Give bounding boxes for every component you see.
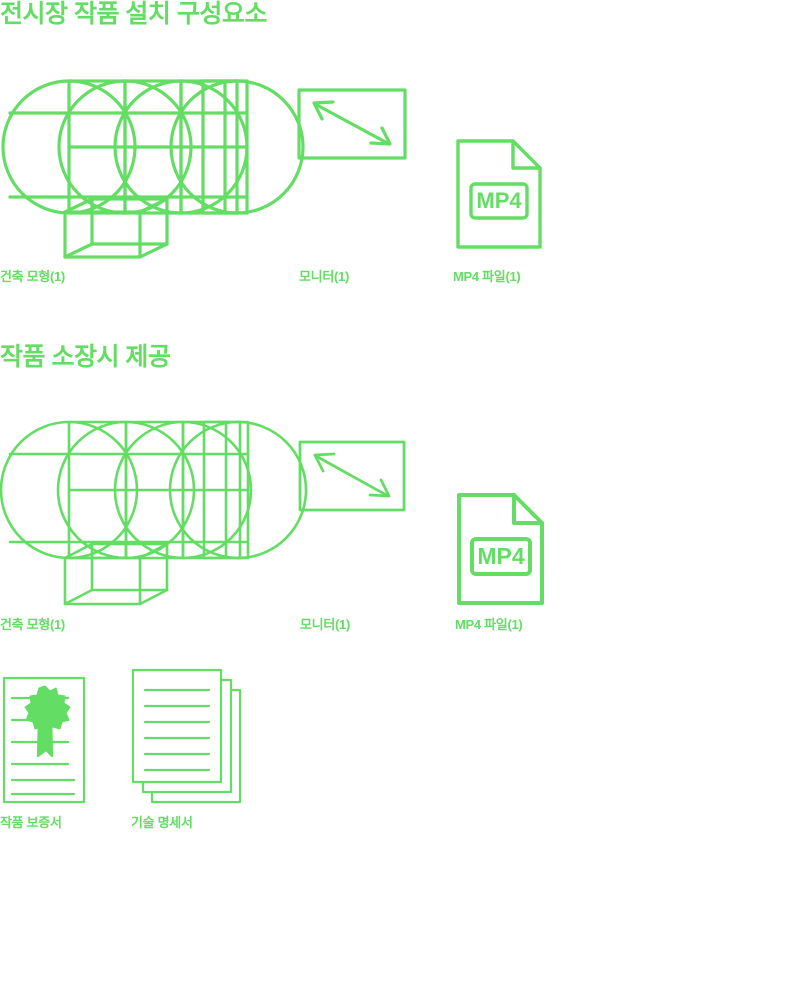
architectural-model-base-box-icon — [62, 527, 197, 607]
architectural-model-label: 건축 모형(1) — [0, 269, 65, 284]
monitor-diagonal-icon — [297, 88, 407, 160]
architectural-model-base-box-icon — [62, 182, 197, 260]
mp4-file-icon: MP4 — [455, 138, 543, 250]
section-title-acquisition: 작품 소장시 제공 — [0, 343, 171, 371]
section-title-exhibition: 전시장 작품 설치 구성요소 — [0, 0, 267, 28]
certificate-label: 작품 보증서 — [0, 815, 62, 830]
mp4-badge-text: MP4 — [476, 188, 522, 213]
certificate-seal-icon — [2, 676, 88, 804]
monitor-label: 모니터(1) — [300, 617, 350, 632]
mp4-file-label: MP4 파일(1) — [453, 269, 521, 284]
architectural-model-icon — [0, 52, 305, 257]
stacked-documents-icon — [130, 668, 246, 808]
monitor-label: 모니터(1) — [299, 269, 349, 284]
spec-sheet-label: 기술 명세서 — [131, 815, 193, 830]
mp4-file-label: MP4 파일(1) — [455, 617, 523, 632]
mp4-file-icon: MP4 — [456, 492, 546, 606]
mp4-badge-text: MP4 — [477, 543, 525, 569]
monitor-diagonal-icon — [298, 440, 406, 512]
architectural-model-label: 건축 모형(1) — [0, 617, 65, 632]
